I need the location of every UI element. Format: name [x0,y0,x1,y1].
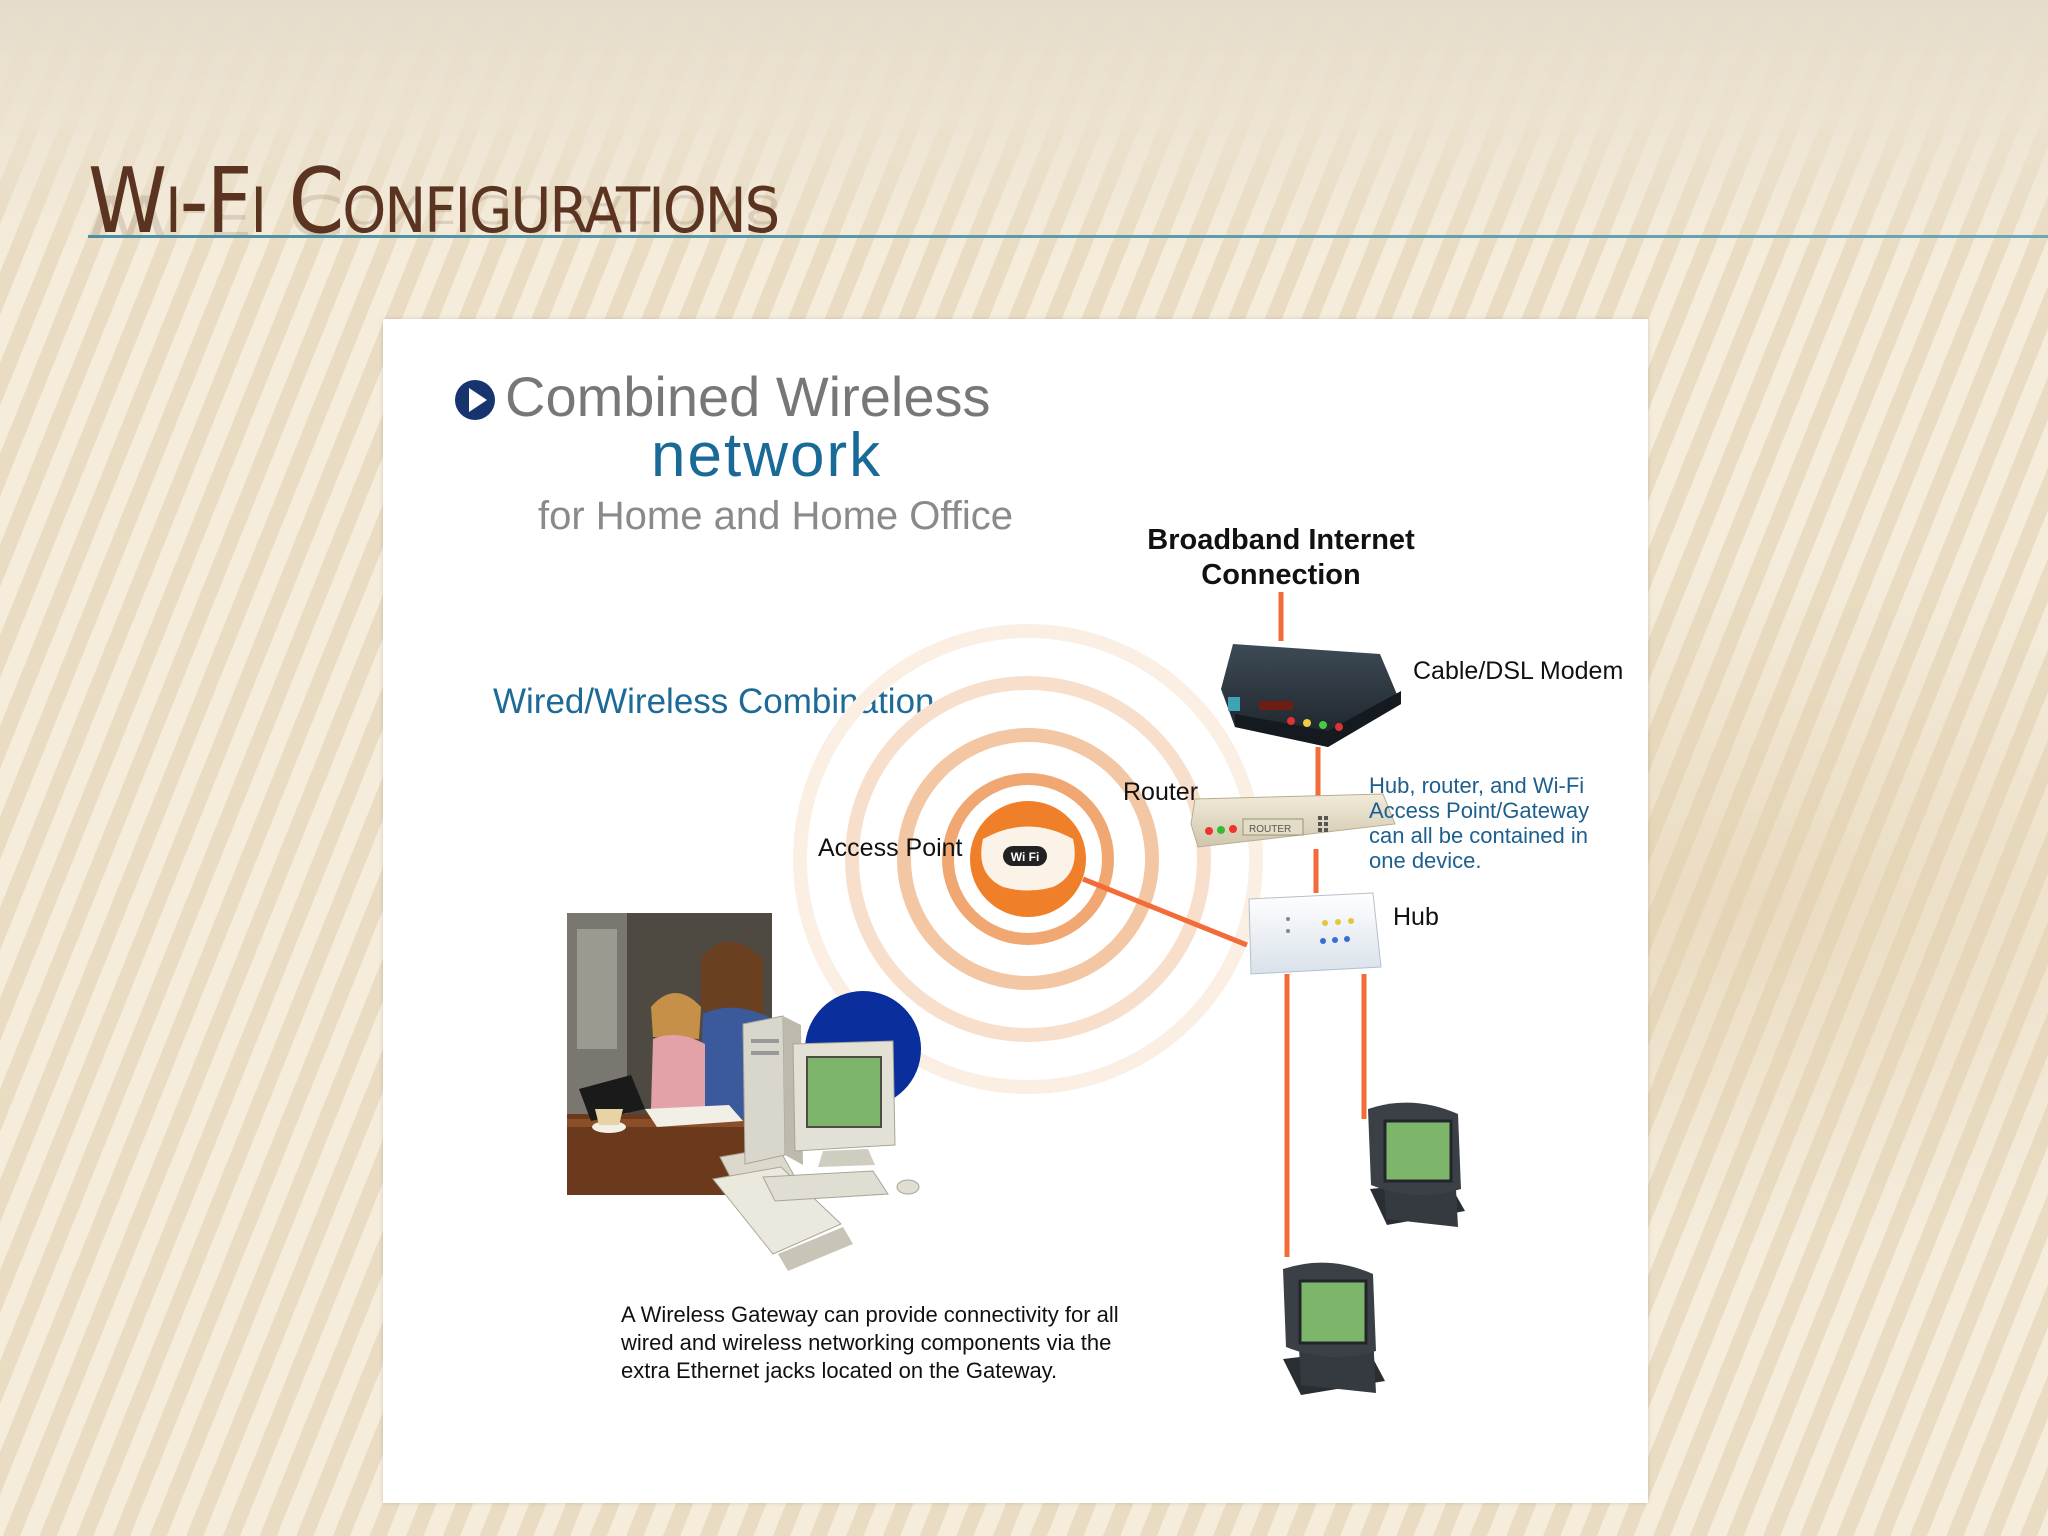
diagram-caption: A Wireless Gateway can provide connectiv… [620,1302,1119,1383]
network-diagram: Combined Wireless network for Home and H… [455,365,1623,1395]
diagram-heading: Combined Wireless network for Home and H… [455,365,1013,538]
hub-label: Hub [1393,903,1439,931]
note-line-4: one device. [1369,848,1482,873]
family-photo [567,913,772,1195]
cable-modem-device [1221,644,1401,747]
play-arrow-icon-glyph [469,388,487,412]
access-point-label: Access Point [818,834,963,862]
heading-line2: network [651,421,882,490]
internet-label-line2: Connection [1201,559,1361,591]
note-line-2: Access Point/Gateway [1369,798,1589,823]
note-line-3: can all be contained in [1369,823,1588,848]
caption-line-1: A Wireless Gateway can provide connectiv… [621,1302,1119,1327]
caption-line-2: wired and wireless networking components… [620,1330,1111,1355]
wireless-signal-rings [793,624,1263,1094]
caption-line-3: extra Ethernet jacks located on the Gate… [621,1358,1057,1383]
background-top-fade [0,0,2048,260]
note-line-1: Hub, router, and Wi-Fi [1369,773,1584,798]
access-point-device [970,801,1086,917]
router-device-text: ROUTER [1249,824,1291,835]
desktop-monitor-right-lower [1283,1262,1385,1395]
hub-device [1248,892,1382,975]
router-label: Router [1123,778,1198,806]
router-device: ROUTER [1190,793,1396,848]
heading-line1: Combined Wireless [505,365,991,428]
title-underline [88,235,2048,238]
heading-line3: for Home and Home Office [538,494,1013,538]
network-diagram-panel: Combined Wireless network for Home and H… [383,319,1648,1503]
printer-device [712,1146,853,1271]
gateway-note: Hub, router, and Wi-Fi Access Point/Gate… [1369,773,1589,873]
modem-label: Cable/DSL Modem [1413,657,1623,685]
wifi-badge-icon: Wi Fi [1011,850,1040,864]
internet-label-line1: Broadband Internet [1147,524,1415,556]
desktop-computer [742,991,921,1202]
desktop-monitor-right-upper [1368,1102,1465,1227]
title-area: Wi-Fi Configurations Wi-Fi Configuration… [88,148,1988,308]
